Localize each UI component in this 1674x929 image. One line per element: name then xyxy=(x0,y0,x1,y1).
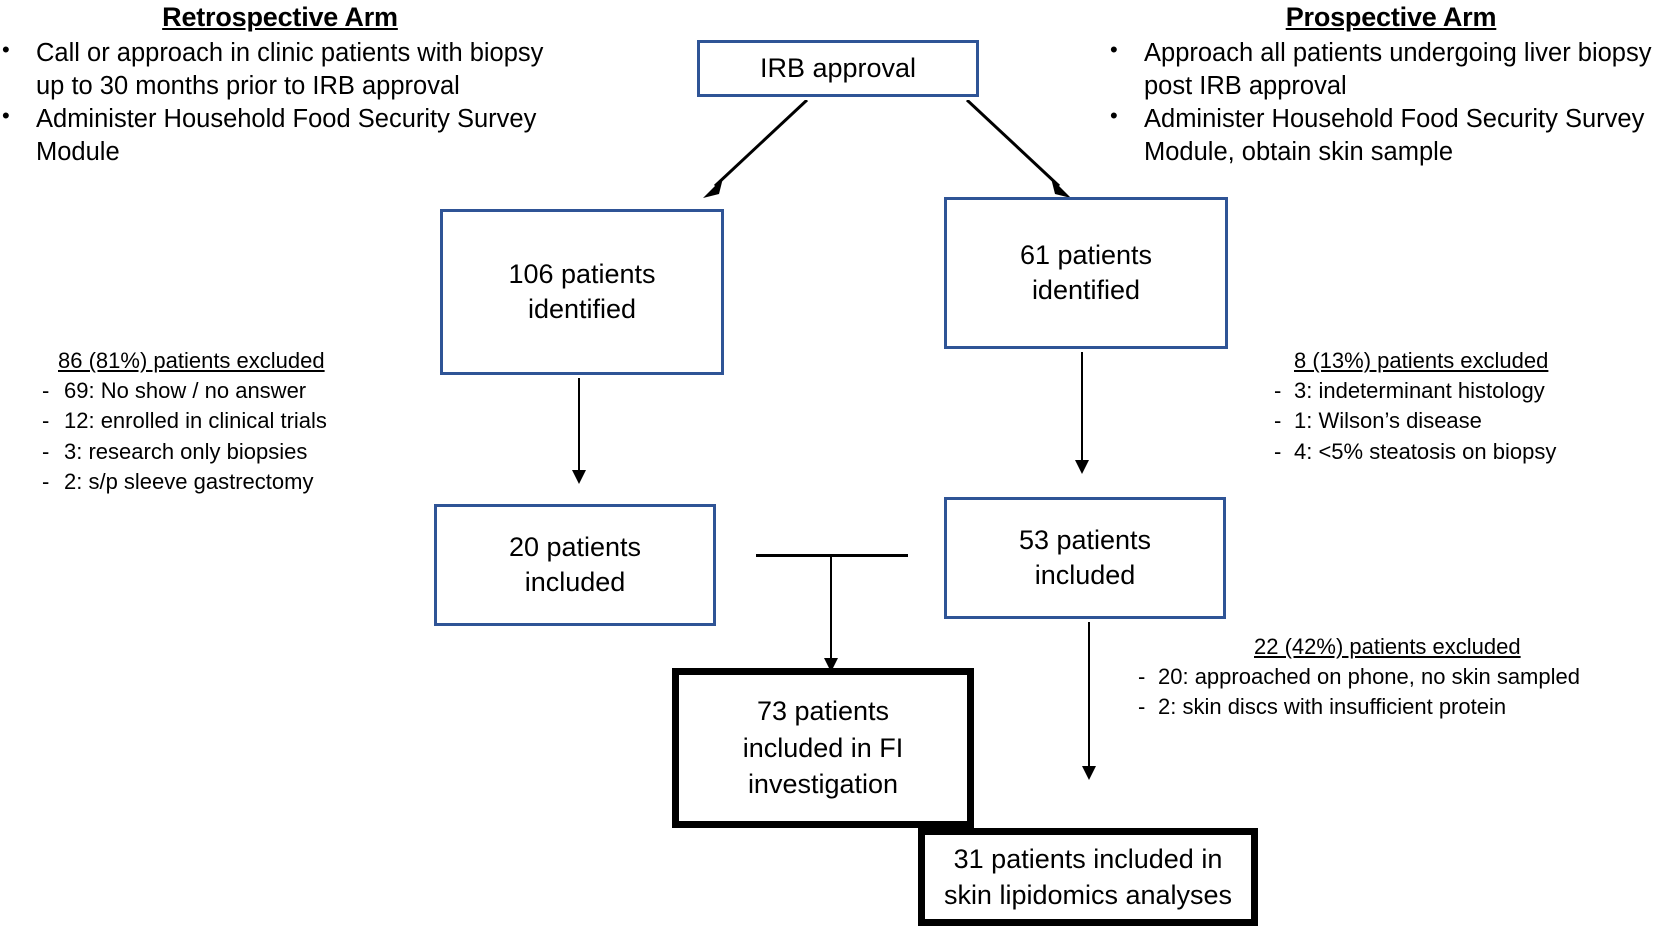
node-label-line2: included in FI xyxy=(742,732,904,763)
list-item: 1: Wilson’s disease xyxy=(1272,406,1672,437)
node-label-line2: included xyxy=(1034,560,1136,590)
arrow-diagonal-left-icon xyxy=(703,98,809,198)
list-item: Approach all patients undergoing liver b… xyxy=(1108,36,1674,102)
node-label: 73 patients included in FI investigation xyxy=(743,693,904,802)
exclusion-items: 20: approached on phone, no skin sampled… xyxy=(1136,662,1674,723)
list-item: 20: approached on phone, no skin sampled xyxy=(1136,662,1674,693)
exclusions-prospective: 8 (13%) patients excluded 3: indetermina… xyxy=(1272,348,1672,467)
exclusion-title: 86 (81%) patients excluded xyxy=(58,348,325,373)
node-label: IRB approval xyxy=(759,52,917,83)
connector-irb-to-prospective xyxy=(965,98,1075,200)
list-item: 69: No show / no answer xyxy=(36,376,416,407)
exclusions-skin-lipidomics: 22 (42%) patients excluded 20: approache… xyxy=(1136,634,1674,723)
node-label-line1: 31 patients included in xyxy=(953,843,1223,874)
node-label: 106 patients identified xyxy=(508,257,655,327)
list-item: Call or approach in clinic patients with… xyxy=(0,36,560,102)
arrow-shaft xyxy=(1088,622,1090,770)
exclusion-items: 3: indeterminant histology 1: Wilson’s d… xyxy=(1272,376,1672,467)
arrow-shaft xyxy=(830,556,832,664)
list-item: 3: indeterminant histology xyxy=(1272,376,1672,407)
exclusion-title: 8 (13%) patients excluded xyxy=(1294,348,1549,373)
list-item: 2: skin discs with insufficient protein xyxy=(1136,692,1674,723)
node-label-line1: 20 patients xyxy=(508,531,642,562)
prospective-arm-title: Prospective Arm xyxy=(1285,2,1497,32)
node-label-line3: investigation xyxy=(747,769,899,800)
node-label: 20 patients included xyxy=(509,530,641,600)
node-label: 61 patients identified xyxy=(1020,238,1152,308)
list-item: 2: s/p sleeve gastrectomy xyxy=(36,467,416,498)
node-label-line1: 106 patients xyxy=(508,258,656,289)
exclusion-items: 69: No show / no answer 12: enrolled in … xyxy=(36,376,416,498)
prospective-arm-header: Prospective Arm Approach all patients un… xyxy=(1108,2,1674,170)
list-item: 4: <5% steatosis on biopsy xyxy=(1272,437,1672,468)
node-label-line2: skin lipidomics analyses xyxy=(943,880,1233,910)
retrospective-arm-header: Retrospective Arm Call or approach in cl… xyxy=(0,2,560,170)
exclusion-title: 22 (42%) patients excluded xyxy=(1254,634,1521,659)
retrospective-arm-title: Retrospective Arm xyxy=(162,2,398,32)
list-item: Administer Household Food Security Surve… xyxy=(1108,102,1674,168)
node-label: 53 patients included xyxy=(1019,523,1151,593)
list-item: 3: research only biopsies xyxy=(36,437,416,468)
node-retro-included[interactable]: 20 patients included xyxy=(434,504,716,626)
arrow-head-icon xyxy=(1075,460,1089,474)
connector-irb-to-retrospective xyxy=(699,98,809,200)
retrospective-arm-bullets: Call or approach in clinic patients with… xyxy=(0,36,560,169)
arrow-shaft xyxy=(578,378,580,474)
list-item: 12: enrolled in clinical trials xyxy=(36,406,416,437)
node-fi-investigation[interactable]: 73 patients included in FI investigation xyxy=(672,668,974,828)
arrow-head-icon xyxy=(572,470,586,484)
arrow-head-icon xyxy=(1082,766,1096,780)
node-label-line2: identified xyxy=(527,294,637,324)
merge-bar xyxy=(756,554,908,557)
node-label-line2: identified xyxy=(1031,275,1141,305)
list-item: Administer Household Food Security Surve… xyxy=(0,102,560,168)
arrow-diagonal-right-icon xyxy=(965,98,1071,198)
node-skin-lipidomics[interactable]: 31 patients included in skin lipidomics … xyxy=(918,828,1258,926)
node-label-line1: 53 patients xyxy=(1018,524,1152,555)
node-retro-identified[interactable]: 106 patients identified xyxy=(440,209,724,375)
node-pros-identified[interactable]: 61 patients identified xyxy=(944,197,1228,349)
node-label-line1: 61 patients xyxy=(1019,239,1153,270)
node-label: 31 patients included in skin lipidomics … xyxy=(944,841,1232,914)
arrow-shaft xyxy=(1081,352,1083,464)
node-irb-approval[interactable]: IRB approval xyxy=(697,40,979,97)
node-label-line1: 73 patients xyxy=(756,696,890,727)
prospective-arm-bullets: Approach all patients undergoing liver b… xyxy=(1108,36,1674,169)
exclusions-retrospective: 86 (81%) patients excluded 69: No show /… xyxy=(36,348,416,498)
node-pros-included[interactable]: 53 patients included xyxy=(944,497,1226,619)
node-label-line2: included xyxy=(524,567,626,597)
